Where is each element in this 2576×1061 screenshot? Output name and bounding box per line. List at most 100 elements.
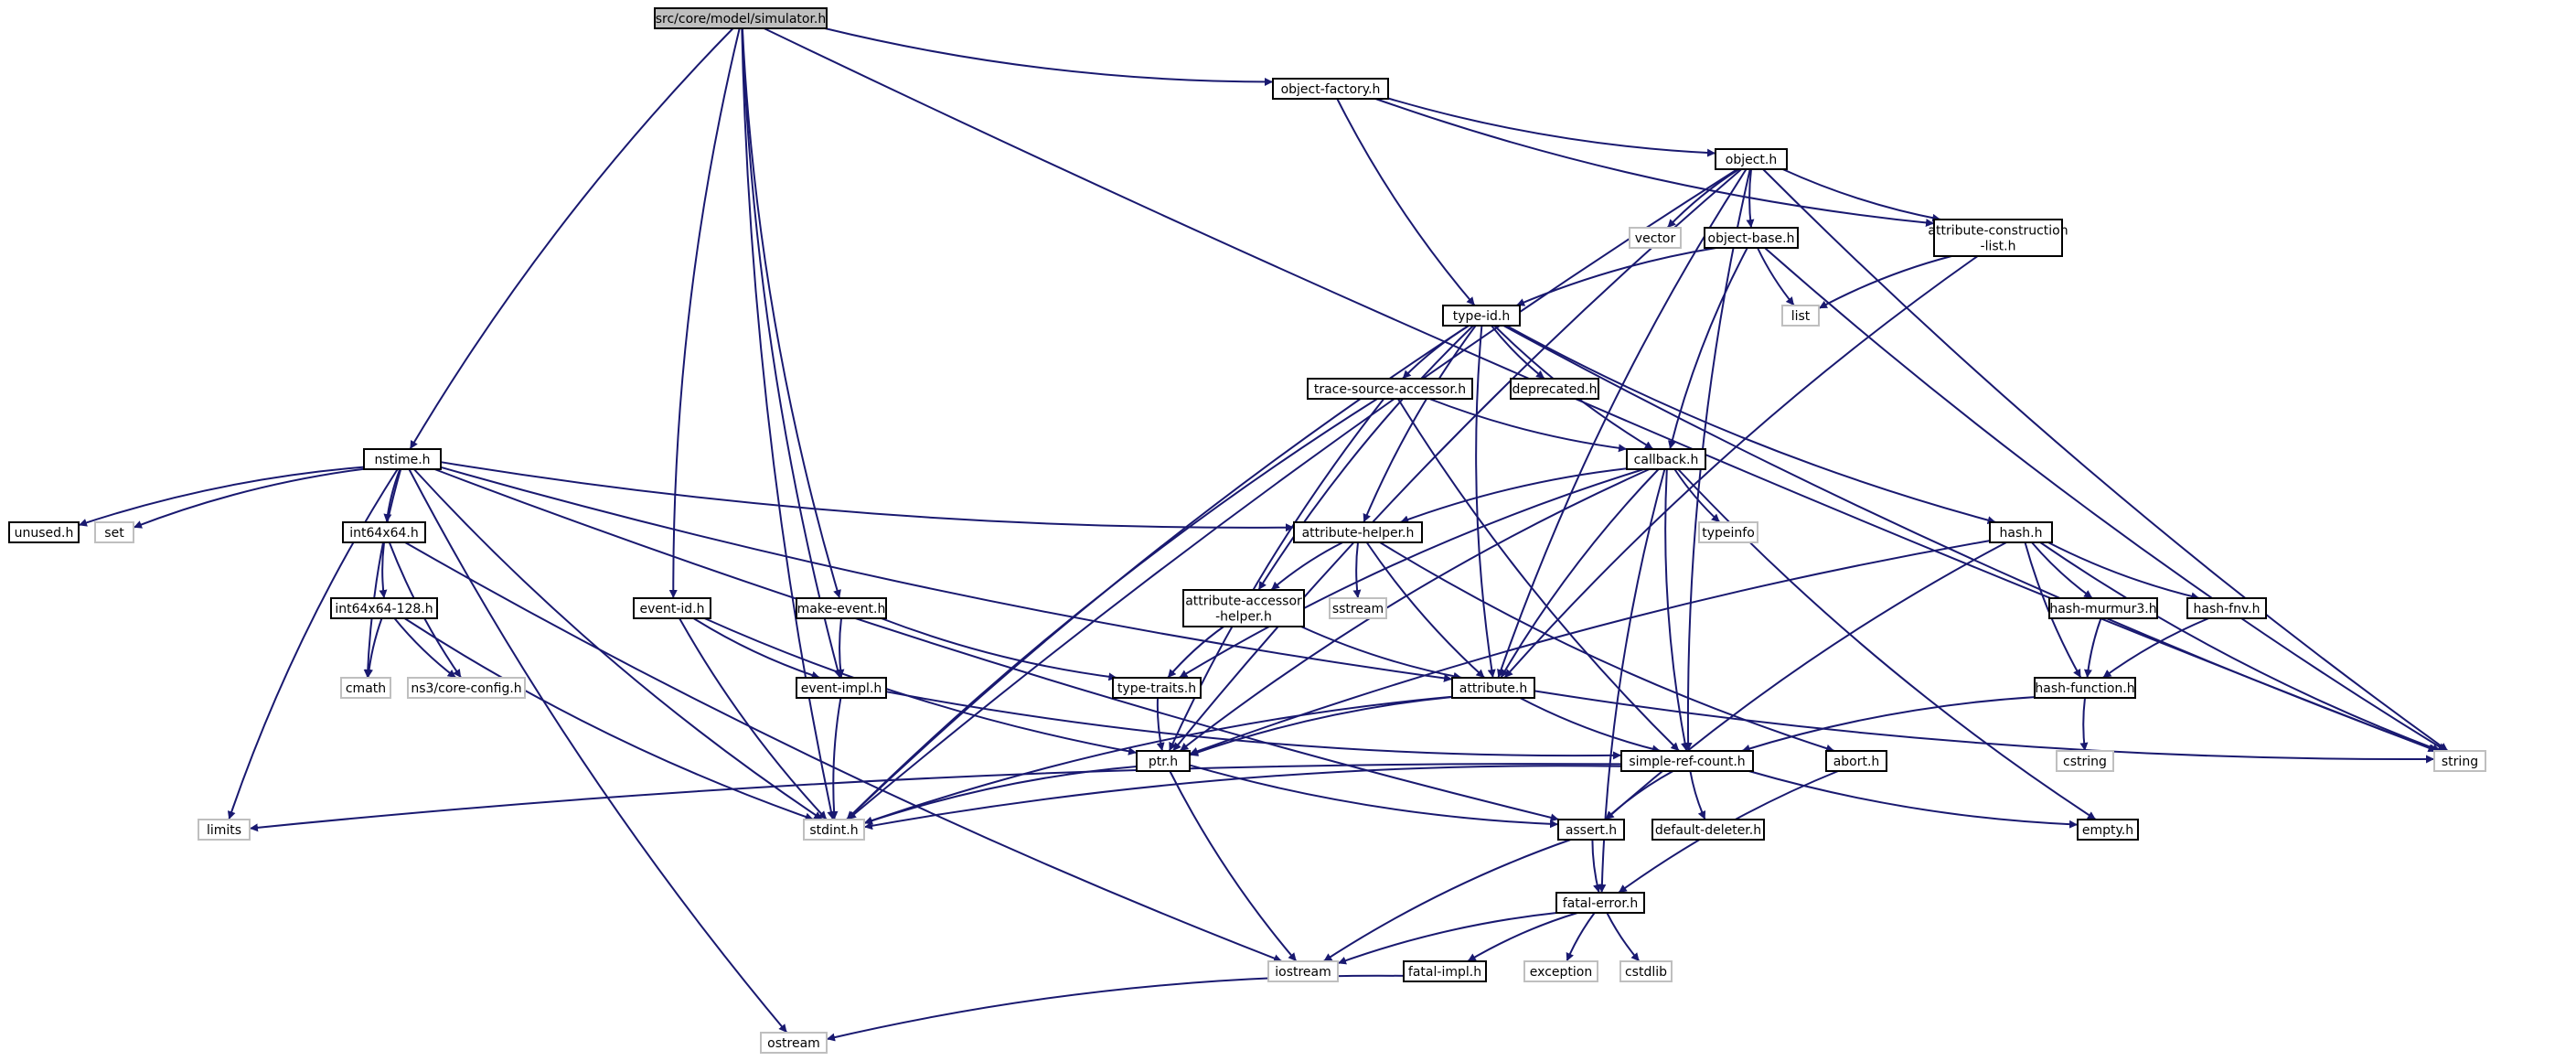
node-vector: vector (1629, 227, 1682, 249)
node-label-hash: hash.h (2000, 526, 2043, 541)
node-label-deprecated: deprecated.h (1512, 382, 1597, 397)
node-simulator[interactable]: src/core/model/simulator.h (654, 7, 828, 29)
node-object-base[interactable]: object-base.h (1704, 227, 1799, 249)
node-empty[interactable]: empty.h (2077, 819, 2139, 841)
edge-simple-ref-count-to-stdint (863, 765, 1622, 831)
node-attribute[interactable]: attribute.h (1451, 677, 1535, 699)
edge-fatal-error-to-iostream (1337, 912, 1557, 965)
node-box-hash-murmur3 (2048, 597, 2158, 619)
node-ptr[interactable]: ptr.h (1136, 750, 1191, 772)
node-default-deleter[interactable]: default-deleter.h (1651, 819, 1765, 841)
edge-make-event-to-event-impl (836, 617, 845, 679)
edge-object-base-to-list (1757, 247, 1795, 306)
node-box-hash-function (2034, 677, 2136, 699)
node-label-abort: abort.h (1833, 755, 1880, 769)
node-event-impl[interactable]: event-impl.h (796, 677, 887, 699)
node-label-assert: assert.h (1566, 823, 1617, 838)
node-object-factory[interactable]: object-factory.h (1272, 78, 1389, 100)
edge-attribute-helper-to-attribute-accessor-helper (1270, 541, 1343, 591)
edge-callback-to-simple-ref-count (1664, 468, 1689, 752)
node-deprecated[interactable]: deprecated.h (1510, 378, 1599, 400)
node-type-id[interactable]: type-id.h (1442, 305, 1521, 327)
edge-nstime-to-unused (78, 466, 365, 527)
edge-attribute-to-simple-ref-count (1519, 697, 1662, 754)
edge-simple-ref-count-to-default-deleter (1689, 770, 1706, 820)
node-label-attribute-construction-list: attribute-construction-list.h (1928, 224, 2068, 254)
edge-nstime-to-cmath (363, 468, 402, 679)
edge-assert-to-iostream (1322, 839, 1571, 962)
node-label-object: object.h (1726, 153, 1777, 167)
node-label-list: list (1791, 309, 1811, 324)
node-label-cmath: cmath (346, 681, 386, 696)
edge-hash-to-ptr (1189, 540, 1991, 756)
edge-simple-ref-count-to-assert (1604, 770, 1674, 820)
node-box-simulator (654, 7, 828, 29)
edge-fatal-error-to-cstdlib (1606, 912, 1641, 962)
node-box-ptr (1136, 750, 1191, 772)
node-hash-murmur3[interactable]: hash-murmur3.h (2048, 597, 2158, 619)
node-label-string: string (2442, 755, 2478, 769)
node-box-string (2433, 750, 2486, 772)
edge-object-base-to-type-id (1515, 247, 1716, 306)
node-box-hash (1989, 521, 2053, 543)
edge-int64x64-128-to-core-config (393, 617, 457, 679)
node-event-id[interactable]: event-id.h (633, 597, 711, 619)
edge-make-event-to-type-traits (881, 617, 1117, 681)
node-assert[interactable]: assert.h (1557, 819, 1625, 841)
node-attribute-construction-list[interactable]: attribute-construction-list.h (1928, 219, 2068, 257)
node-hash[interactable]: hash.h (1989, 521, 2053, 543)
edge-simulator-to-object-factory (824, 27, 1274, 87)
node-label-object-factory: object-factory.h (1281, 82, 1381, 97)
edge-object-to-vector (1666, 168, 1740, 229)
edge-simulator-to-event-id (668, 27, 741, 599)
edge-int64x64-128-to-cmath (364, 617, 383, 679)
node-stdint: stdint.h (803, 819, 865, 841)
node-fatal-error[interactable]: fatal-error.h (1555, 892, 1645, 914)
node-attribute-helper[interactable]: attribute-helper.h (1293, 521, 1423, 543)
node-box-empty (2077, 819, 2139, 841)
edge-hash-to-hash-murmur3 (2031, 541, 2093, 599)
node-box-cstring (2056, 750, 2114, 772)
node-label-int64x64: int64x64.h (349, 526, 419, 541)
node-hash-fnv[interactable]: hash-fnv.h (2186, 597, 2267, 619)
node-simple-ref-count[interactable]: simple-ref-count.h (1620, 750, 1754, 772)
node-hash-function[interactable]: hash-function.h (2034, 677, 2136, 699)
node-box-object-factory (1272, 78, 1389, 100)
node-label-fatal-error: fatal-error.h (1563, 896, 1638, 911)
edge-hash-function-to-simple-ref-count (1741, 696, 2036, 753)
edge-event-id-to-event-impl (692, 617, 820, 680)
edge-type-id-to-attribute (1475, 325, 1496, 679)
edge-type-traits-to-ptr (1156, 697, 1165, 752)
node-int64x64[interactable]: int64x64.h (342, 521, 426, 543)
edge-ptr-to-stdint (863, 766, 1138, 825)
node-nstime[interactable]: nstime.h (363, 448, 442, 470)
node-cstring: cstring (2056, 750, 2114, 772)
node-fatal-impl[interactable]: fatal-impl.h (1403, 960, 1487, 982)
node-box-sstream (1329, 597, 1387, 619)
node-callback[interactable]: callback.h (1626, 448, 1706, 470)
edge-object-factory-to-type-id (1336, 98, 1476, 306)
node-label-typeinfo: typeinfo (1702, 526, 1755, 541)
node-box-type-traits (1112, 677, 1202, 699)
edge-int64x64-128-to-stdint (403, 617, 814, 821)
node-label-event-id: event-id.h (639, 602, 704, 616)
edge-hash-to-string (2039, 541, 2442, 753)
node-int64x64-128[interactable]: int64x64-128.h (330, 597, 438, 619)
edge-callback-to-type-traits (1178, 468, 1644, 679)
edge-nstime-to-set (133, 467, 365, 529)
node-type-traits[interactable]: type-traits.h (1112, 677, 1202, 699)
node-box-ostream (760, 1032, 828, 1054)
node-unused[interactable]: unused.h (8, 521, 80, 543)
node-object[interactable]: object.h (1715, 148, 1788, 170)
nodes-layer: src/core/model/simulator.h object-factory… (8, 7, 2486, 1054)
node-box-typeinfo (1698, 521, 1758, 543)
edge-hash-to-hash-fnv (2047, 541, 2200, 601)
node-abort[interactable]: abort.h (1825, 750, 1887, 772)
edge-type-id-to-deprecated (1491, 325, 1545, 380)
edge-callback-to-typeinfo (1673, 468, 1721, 523)
node-trace-source-accessor[interactable]: trace-source-accessor.h (1307, 378, 1473, 400)
node-attribute-accessor-helper[interactable]: attribute-accessor-helper.h (1182, 589, 1305, 627)
node-sstream: sstream (1329, 597, 1387, 619)
node-make-event[interactable]: make-event.h (796, 597, 887, 619)
